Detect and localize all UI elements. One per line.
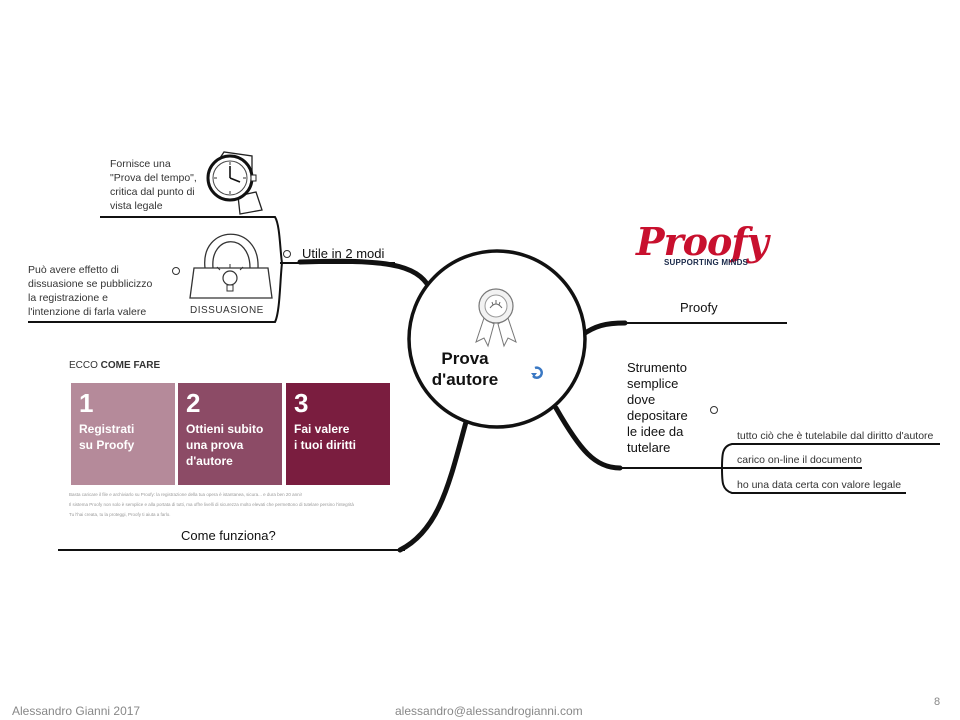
central-node-title[interactable]: Prova d'autore	[415, 348, 515, 390]
step-1: 1 Registrati su Proofy	[71, 383, 175, 485]
step-label-line: d'autore	[186, 454, 233, 468]
padlock-lightbulb-icon	[189, 233, 273, 299]
central-title-line2: d'autore	[431, 370, 499, 389]
note1-line: Fornisce una	[110, 158, 171, 170]
step-label-line: i tuoi diritti	[294, 438, 356, 452]
fine-print-line: Basta caricare il file e archiviarlo su …	[69, 492, 302, 497]
proofy-logo: Proofy SUPPORTING MINDS	[636, 219, 776, 268]
strumento-line: le idee da	[627, 424, 684, 439]
connector-sub1	[721, 443, 940, 469]
step-3: 3 Fai valere i tuoi diritti	[286, 383, 390, 485]
strumento-line: tutelare	[627, 440, 671, 455]
step-number: 3	[294, 388, 309, 418]
connector-come	[397, 419, 469, 553]
step-label-line: Ottieni subito	[186, 422, 264, 436]
step-number: 1	[79, 388, 94, 418]
step-label: Ottieni subito una prova d'autore	[186, 421, 274, 469]
note2-line: la registrazione e	[28, 292, 108, 304]
note-dissuasione[interactable]: Può avere effetto di dissuasione se pubb…	[28, 263, 188, 319]
step-label-line: su Proofy	[79, 438, 135, 452]
connector-utile-sub	[100, 216, 283, 264]
dissuasione-caption: DISSUASIONE	[190, 305, 264, 316]
step-number: 2	[186, 388, 201, 418]
note1-line: vista legale	[110, 200, 163, 212]
note-prova-tempo[interactable]: Fornisce una "Prova del tempo", critica …	[110, 157, 210, 213]
note2-line: Può avere effetto di	[28, 264, 119, 276]
connector-sub3	[721, 467, 906, 494]
footer-email[interactable]: alessandro@alessandrogianni.com	[395, 704, 583, 718]
branch-utile-label[interactable]: Utile in 2 modi	[302, 246, 385, 261]
connector-strumento	[553, 405, 623, 471]
step-2: 2 Ottieni subito una prova d'autore	[178, 383, 282, 485]
strumento-line: depositare	[627, 408, 688, 423]
node-utile	[283, 250, 291, 258]
award-ribbon-icon	[475, 288, 517, 348]
page-number: 8	[934, 696, 941, 708]
footer-author: Alessandro Gianni 2017	[12, 704, 141, 718]
connector-utile-sub2	[28, 262, 283, 323]
connector-proofy	[579, 320, 628, 338]
central-node-circle	[407, 249, 587, 429]
node-strumento	[710, 406, 718, 414]
step-label: Fai valere i tuoi diritti	[294, 421, 382, 453]
note2-line: dissuasione se pubblicizzo	[28, 278, 153, 290]
note1-line: critica dal punto di	[110, 186, 195, 198]
strumento-line: Strumento	[627, 360, 687, 375]
subitem-tutelabile[interactable]: tutto ciò che è tutelabile dal diritto d…	[737, 430, 934, 442]
fine-print-line: Tu l'hai creata, tu la proteggi, Proofy …	[69, 512, 171, 517]
note2-line: l'intenzione di farla valere	[28, 306, 147, 318]
wristwatch-icon	[206, 151, 263, 215]
steps-header-bold: COME FARE	[100, 360, 161, 371]
refresh-icon	[531, 366, 543, 379]
step-label: Registrati su Proofy	[79, 421, 167, 453]
step-label-line: una prova	[186, 438, 244, 452]
step-label-line: Fai valere	[294, 422, 350, 436]
branch-strumento-label[interactable]: Strumento semplice dove depositare le id…	[627, 360, 688, 456]
connector-utile	[297, 258, 435, 295]
central-title-line1: Prova	[441, 349, 489, 368]
branch-proofy-label[interactable]: Proofy	[680, 300, 718, 315]
step-label-line: Registrati	[79, 422, 135, 436]
steps-header-light: ECCO	[69, 360, 101, 371]
proofy-logo-tagline: SUPPORTING MINDS	[664, 258, 749, 267]
strumento-line: dove	[627, 392, 656, 407]
fine-print-line: Il sistema Proofy non solo è semplice e …	[69, 502, 354, 507]
branch-come-label[interactable]: Come funziona?	[181, 528, 276, 543]
subitem-data-certa[interactable]: ho una data certa con valore legale	[737, 479, 902, 491]
note1-line: "Prova del tempo",	[110, 172, 197, 184]
steps-header: ECCO COME FARE	[69, 360, 160, 371]
steps-fine-print: Basta caricare il file e archiviarlo su …	[69, 490, 389, 520]
strumento-line: semplice	[627, 376, 679, 391]
node-note2	[172, 267, 180, 275]
subitem-carico-online[interactable]: carico on-line il documento	[737, 454, 862, 466]
proofy-logo-text: Proofy	[636, 219, 769, 264]
